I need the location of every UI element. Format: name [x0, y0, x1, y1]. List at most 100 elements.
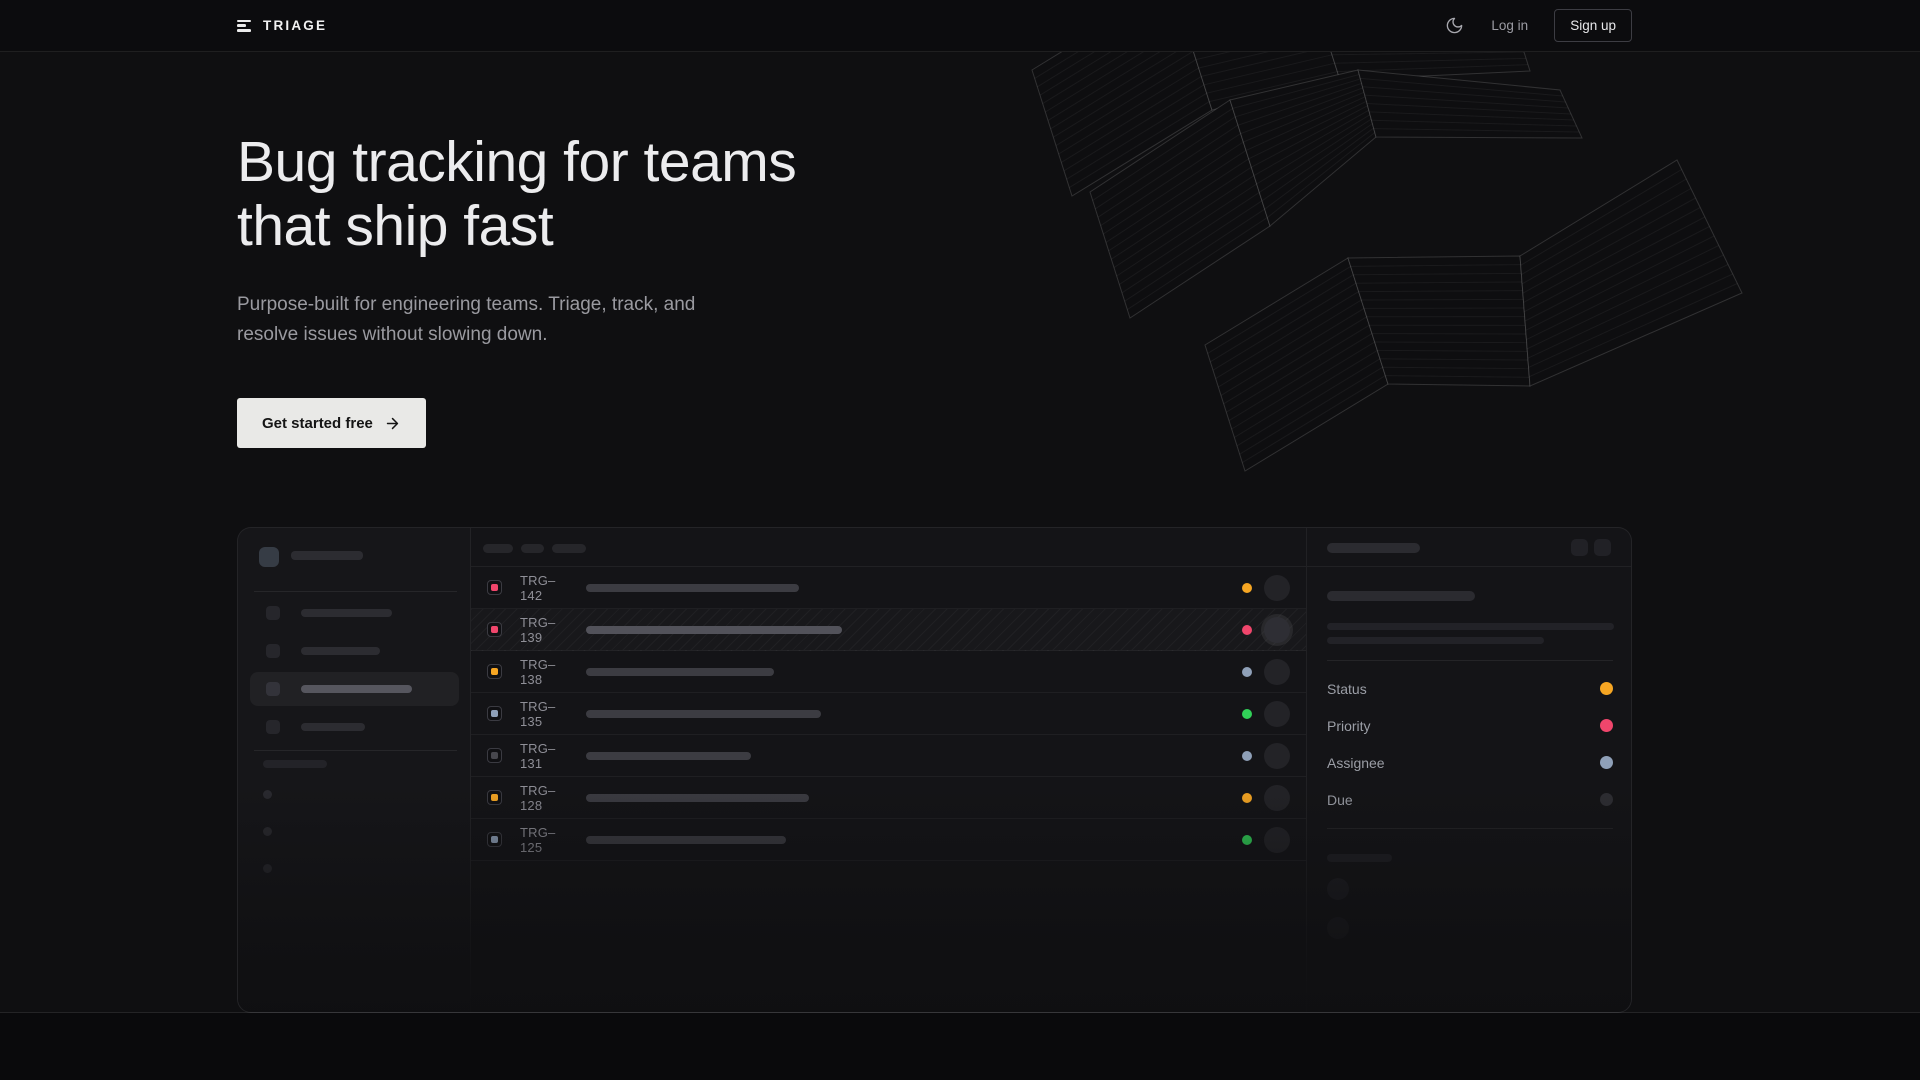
detail-title-placeholder [1327, 543, 1420, 553]
hero-section: Bug tracking for teams that ship fast Pu… [0, 52, 1920, 1013]
comment-avatar-placeholder [1327, 878, 1349, 900]
detail-header [1307, 528, 1631, 567]
detail-field-row: Assignee [1307, 744, 1631, 781]
issue-id: TRG–128 [520, 782, 556, 813]
get-started-button[interactable]: Get started free [237, 398, 426, 448]
status-dot [1242, 834, 1252, 845]
detail-action-button[interactable] [1594, 539, 1611, 556]
sidebar-nav-item[interactable] [250, 634, 459, 668]
header-nav: Log in Sign up [1445, 9, 1632, 42]
list-header [471, 528, 1306, 567]
section-divider [0, 1012, 1920, 1013]
member-dot [263, 864, 272, 873]
assignee-avatar [1264, 700, 1290, 727]
status-dot [1242, 582, 1252, 593]
issue-id: TRG–142 [520, 572, 556, 603]
detail-field-row: Status [1307, 670, 1631, 707]
assignee-avatar [1264, 784, 1290, 811]
issue-title-placeholder [586, 751, 751, 760]
field-label: Priority [1327, 717, 1371, 734]
workspace-logo-placeholder [259, 547, 279, 567]
issue-id: TRG–135 [520, 698, 556, 729]
description-line-placeholder [1327, 623, 1614, 630]
detail-field-row: Priority [1307, 707, 1631, 744]
brand-name: TRIAGE [263, 18, 328, 33]
nav-icon-placeholder [266, 682, 280, 696]
issue-row[interactable]: TRG–131 [471, 735, 1306, 777]
filter-tab-placeholder[interactable] [521, 544, 544, 553]
issue-type-icon [487, 748, 502, 763]
nav-label-placeholder [301, 685, 412, 693]
issue-title-placeholder [586, 709, 821, 718]
issue-title-placeholder [586, 583, 799, 592]
hero-subtitle: Purpose-built for engineering teams. Tri… [237, 290, 695, 350]
field-label: Assignee [1327, 754, 1385, 771]
issue-row[interactable]: TRG–125 [471, 819, 1306, 861]
moon-icon[interactable] [1445, 16, 1465, 36]
signup-button[interactable]: Sign up [1554, 9, 1632, 42]
status-dot [1242, 666, 1252, 677]
nav-icon-placeholder [266, 720, 280, 734]
nav-icon-placeholder [266, 606, 280, 620]
field-value-dot [1600, 719, 1613, 732]
status-dot [1242, 750, 1252, 761]
issue-row[interactable]: TRG–139 [471, 609, 1306, 651]
page-title: Bug tracking for teams that ship fast [237, 130, 797, 258]
member-dot [263, 790, 272, 799]
detail-field-row: Due [1307, 781, 1631, 818]
issue-type-icon [487, 832, 502, 847]
member-dot [263, 827, 272, 836]
assignee-avatar [1264, 658, 1290, 685]
issue-title-placeholder [586, 625, 842, 634]
issue-id: TRG–139 [520, 614, 556, 645]
issue-id: TRG–125 [520, 824, 556, 855]
nav-label-placeholder [301, 647, 380, 655]
sidebar-divider [254, 591, 457, 592]
assignee-avatar [1264, 742, 1290, 769]
issue-row[interactable]: TRG–135 [471, 693, 1306, 735]
assignee-avatar [1264, 826, 1290, 853]
issue-type-icon [487, 706, 502, 721]
issue-row[interactable]: TRG–138 [471, 651, 1306, 693]
status-dot [1242, 792, 1252, 803]
nav-icon-placeholder [266, 644, 280, 658]
assignee-avatar [1264, 616, 1290, 643]
issue-row[interactable]: TRG–142 [471, 567, 1306, 609]
site-header: TRIAGE Log in Sign up [0, 0, 1920, 52]
field-label: Status [1327, 680, 1367, 697]
brand[interactable]: TRIAGE [237, 18, 327, 33]
nav-label-placeholder [301, 609, 392, 617]
issue-title-placeholder [586, 835, 786, 844]
detail-divider [1327, 660, 1613, 661]
login-link[interactable]: Log in [1491, 18, 1529, 33]
filter-tab-placeholder[interactable] [483, 544, 513, 553]
issue-id: TRG–131 [520, 740, 556, 771]
hero-subtitle-line-1: Purpose-built for engineering teams. Tri… [237, 294, 696, 315]
nav-label-placeholder [301, 723, 365, 731]
detail-action-button[interactable] [1571, 539, 1588, 556]
field-value-dot [1600, 793, 1613, 806]
sidebar-section-placeholder [263, 760, 327, 768]
issue-type-icon [487, 790, 502, 805]
issue-title-placeholder [586, 667, 774, 676]
issue-id: TRG–138 [520, 656, 556, 687]
workspace-name-placeholder [291, 551, 363, 560]
filter-tab-placeholder[interactable] [552, 544, 586, 553]
field-value-dot [1600, 682, 1613, 695]
sidebar-nav-item-active[interactable] [250, 672, 459, 706]
get-started-label: Get started free [262, 414, 373, 432]
sidebar-nav-item[interactable] [250, 596, 459, 630]
preview-sidebar [238, 528, 471, 1012]
page-title-line-1: Bug tracking for teams [237, 130, 797, 194]
issue-title-placeholder [586, 793, 809, 802]
assignee-avatar [1264, 574, 1290, 601]
detail-divider [1327, 828, 1613, 829]
comment-avatar-placeholder [1327, 917, 1349, 939]
sidebar-nav-item[interactable] [250, 710, 459, 744]
issue-row[interactable]: TRG–128 [471, 777, 1306, 819]
sidebar-divider [254, 750, 457, 751]
